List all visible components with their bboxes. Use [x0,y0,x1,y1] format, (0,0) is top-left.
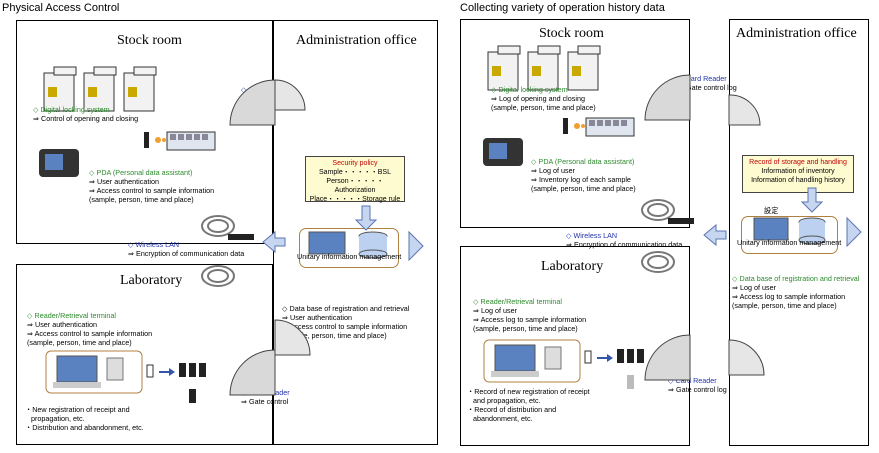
left-note1: ・New registration of receipt and [25,405,130,414]
right-record-box: Record of storage and handling Informati… [742,155,854,193]
left-pda-head: ◇ PDA (Personal data assistant) [89,168,193,177]
right-pda-line2: ⇒ Inventory log of each sample [531,175,631,184]
right-note3: ・Record of distribution and [467,405,557,414]
right-record-line1: Information of inventory [761,168,835,175]
left-lock-head: ◇ Digital locking system [33,105,110,114]
right-card-top-line: ⇒ Gate control log [678,83,737,92]
right-lab-title: Laboratory [541,259,604,274]
left-laboratory: Laboratory ◇ Reader/Retrieval terminal ⇒… [16,264,273,445]
left-rt-line1: ⇒ User authentication [27,320,97,329]
right-laboratory: Laboratory ◇ Reader/Retrieval terminal ⇒… [460,246,690,446]
right-um-label: Unitary information management [737,238,842,247]
left-um-label: Unitary information management [297,252,402,261]
left-card-top-head: ◇ Card Reader [241,85,290,94]
left-stock-room-title: Stock room [117,33,182,48]
left-db-line3: (sample, person, time and place) [282,331,387,340]
right-stock-room: Stock room ◇ Digital locking system ⇒ Lo… [460,19,690,228]
left-policy-title: Security policy [332,160,378,167]
left-rt-head: ◇ Reader/Retrieval terminal [27,311,117,320]
left-policy-line2: Person・・・・・Authorization [326,178,384,194]
left-db-line1: ⇒ User authentication [282,313,352,322]
right-lock-head: ◇ Digital locking system [491,85,568,94]
left-note2: propagation, etc. [31,414,85,423]
right-record-line2: Information of handling history [751,177,845,184]
right-card-top-head: ◇ Card Reader [678,74,727,83]
left-wlan-line: ⇒ Encryption of communication data [128,249,245,258]
left-lock-line1: ⇒ Control of opening and closing [33,114,139,123]
right-rt-line3: (sample, person, time and place) [473,324,578,333]
left-pda-line3: (sample, person, time and place) [89,195,194,204]
right-lock-line1: ⇒ Log of opening and closing [491,94,585,103]
right-note1: ・Record of new registration of receipt [467,387,590,396]
left-db-head: ◇ Data base of registration and retrieva… [282,304,410,313]
right-admin-title: Administration office [736,26,857,41]
right-wlan-head: ◇ Wireless LAN [566,231,618,240]
left-lab-title: Laboratory [120,273,183,288]
right-stock-room-title: Stock room [539,26,604,41]
right-wlan-line: ⇒ Encryption of communication data [566,240,683,249]
right-pda-line1: ⇒ Log of user [531,166,575,175]
right-db-line1: ⇒ Log of user [732,283,776,292]
left-wlan-head: ◇ Wireless LAN [128,240,180,249]
right-pda-head: ◇ PDA (Personal data assistant) [531,157,635,166]
right-note4: abandonment, etc. [473,414,533,423]
right-note2: and propagation, etc. [473,396,541,405]
left-rt-line3: (sample, person, time and place) [27,338,132,347]
right-setting-label: 設定 [764,206,779,215]
right-card-bot-head: ◇ Card Reader [668,376,717,385]
right-db-line3: (sample, person, time and place) [732,301,837,310]
right-rt-line2: ⇒ Access log to sample information [473,315,587,324]
left-heading: Physical Access Control [2,2,120,14]
right-heading: Collecting variety of operation history … [460,2,665,14]
right-card-bot-line: ⇒ Gate control log [668,385,727,394]
left-pda-line2: ⇒ Access control to sample information [89,186,215,195]
left-policy-line1: Sample・・・・・BSL [319,169,391,176]
left-policy-line3: Place・・・・・Storage rule [309,196,401,203]
right-pda-line3: (sample, person, time and place) [531,184,636,193]
left-security-policy: Security policy Sample・・・・・BSL Person・・・… [305,156,405,203]
left-db-line2: ⇒ Access control to sample information [282,322,408,331]
right-rt-line1: ⇒ Log of user [473,306,517,315]
left-note3: ・Distribution and abandonment, etc. [25,423,144,432]
right-record-title: Record of storage and handling [749,159,847,166]
left-card-bot-head: ◇ Card Reader [241,388,290,397]
left-pda-line1: ⇒ User authentication [89,177,159,186]
left-card-bot-line: ⇒ Gate control [241,397,289,406]
right-db-line2: ⇒ Access log to sample information [732,292,846,301]
left-stock-room: Stock room ◇ Digital locking system ⇒ Co… [16,20,273,244]
right-lock-line2: (sample, person, time and place) [491,103,596,112]
left-card-top-line: ⇒ Gate control [241,94,289,103]
right-rt-head: ◇ Reader/Retrieval terminal [473,297,563,306]
left-admin-title: Administration office [296,33,417,48]
right-db-head: ◇ Data base of registration and retrieva… [732,274,860,283]
left-rt-line2: ⇒ Access control to sample information [27,329,153,338]
